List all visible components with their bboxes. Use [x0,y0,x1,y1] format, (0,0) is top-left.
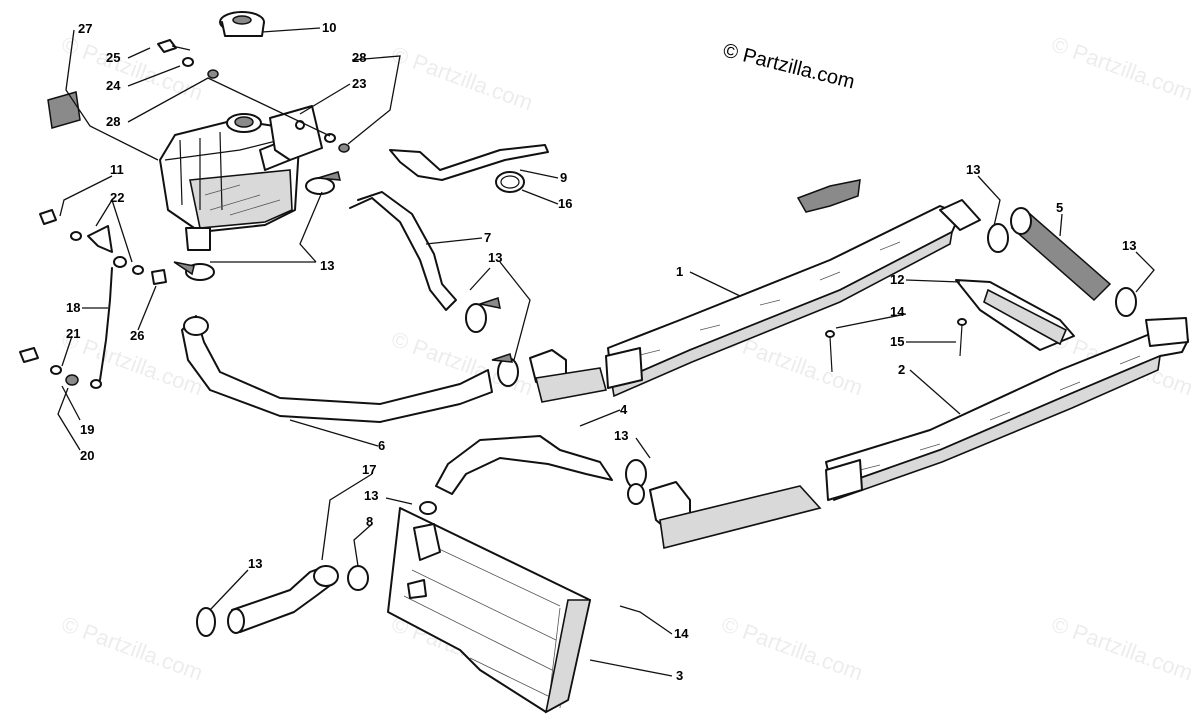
callout-13: 13 [966,162,980,177]
callout-13: 13 [248,556,262,571]
callout-26: 26 [130,328,144,343]
callout-10: 10 [322,20,336,35]
callout-21: 21 [66,326,80,341]
grommet [113,256,127,268]
bolt [157,39,191,53]
hose-clamp [1115,287,1137,317]
washer [338,143,350,153]
radiator-cap [219,11,265,37]
callout-13: 13 [320,258,334,273]
tank-bracket [269,105,323,161]
callout-14: 14 [674,626,689,641]
callout-2: 2 [898,362,905,377]
callout-12: 12 [890,272,904,287]
callout-13: 13 [1122,238,1136,253]
heat-exchanger-right [825,199,1189,502]
hose-clamp [173,261,215,281]
decal [47,91,81,129]
hose-elbow [649,481,822,549]
heat-exchanger-left [605,205,961,398]
callout-8: 8 [366,514,373,529]
callout-20: 20 [80,448,94,463]
watermark: © Partzilla.com [388,41,536,115]
callout-13: 13 [488,250,502,265]
hose-clamp [627,483,645,505]
rivet [957,318,967,357]
coolant-hose-middle [435,435,613,495]
washer [207,69,219,79]
callout-17: 17 [362,462,376,477]
coolant-hose-upper [349,191,457,311]
nut [151,269,167,285]
washer [182,57,194,67]
callout-1: 1 [676,264,683,279]
washer [132,265,144,275]
hose-clamp [465,297,501,333]
watermark: © Partzilla.com [58,611,206,685]
coolant-hose-long [181,315,493,423]
callout-22: 22 [110,190,124,205]
hose-elbow [529,349,608,403]
callout-28: 28 [106,114,120,129]
watermark: © Partzilla.com [1048,611,1196,685]
washer [324,133,336,143]
washer [50,365,62,375]
mount-bracket [87,225,113,253]
hose-clamp [305,171,341,195]
hose-clamp [347,565,369,591]
leader-lines [57,27,1155,677]
callout-23: 23 [352,76,366,91]
callout-labels: 27 25 24 28 10 28 23 11 22 26 18 21 19 2… [66,20,1136,683]
bolt [19,347,39,363]
callout-16: 16 [558,196,572,211]
callout-15: 15 [890,334,904,349]
callout-28: 28 [352,50,366,65]
hose-clamp [196,607,216,637]
callout-13: 13 [364,488,378,503]
callout-7: 7 [484,230,491,245]
snow-flap [796,179,861,213]
washer [70,231,82,241]
hose-bracket [389,144,549,181]
bolt [39,209,57,225]
callout-14: 14 [890,304,905,319]
callout-5: 5 [1056,200,1063,215]
hose-clamp-large [495,171,525,193]
callout-19: 19 [80,422,94,437]
callout-18: 18 [66,300,80,315]
callout-6: 6 [378,438,385,453]
callout-11: 11 [110,162,124,177]
callout-4: 4 [620,402,628,417]
washer [65,374,79,386]
watermark: © Partzilla.com [58,31,206,105]
callout-24: 24 [106,78,121,93]
hose-clamp [987,223,1009,253]
callout-25: 25 [106,50,120,65]
callout-27: 27 [78,21,92,36]
callout-3: 3 [676,668,683,683]
coolant-tank [159,113,301,251]
coolant-hose-cross [1010,207,1112,302]
watermark: © Partzilla.com [718,611,866,685]
rivet [825,330,835,373]
radiator-panel [387,507,591,714]
copyright-text: © Partzilla.com [721,40,857,94]
watermark: © Partzilla.com [1048,31,1196,105]
hose-clamp [419,501,437,515]
hose-clamp [491,353,519,387]
callout-13: 13 [614,428,628,443]
callout-9: 9 [560,170,567,185]
